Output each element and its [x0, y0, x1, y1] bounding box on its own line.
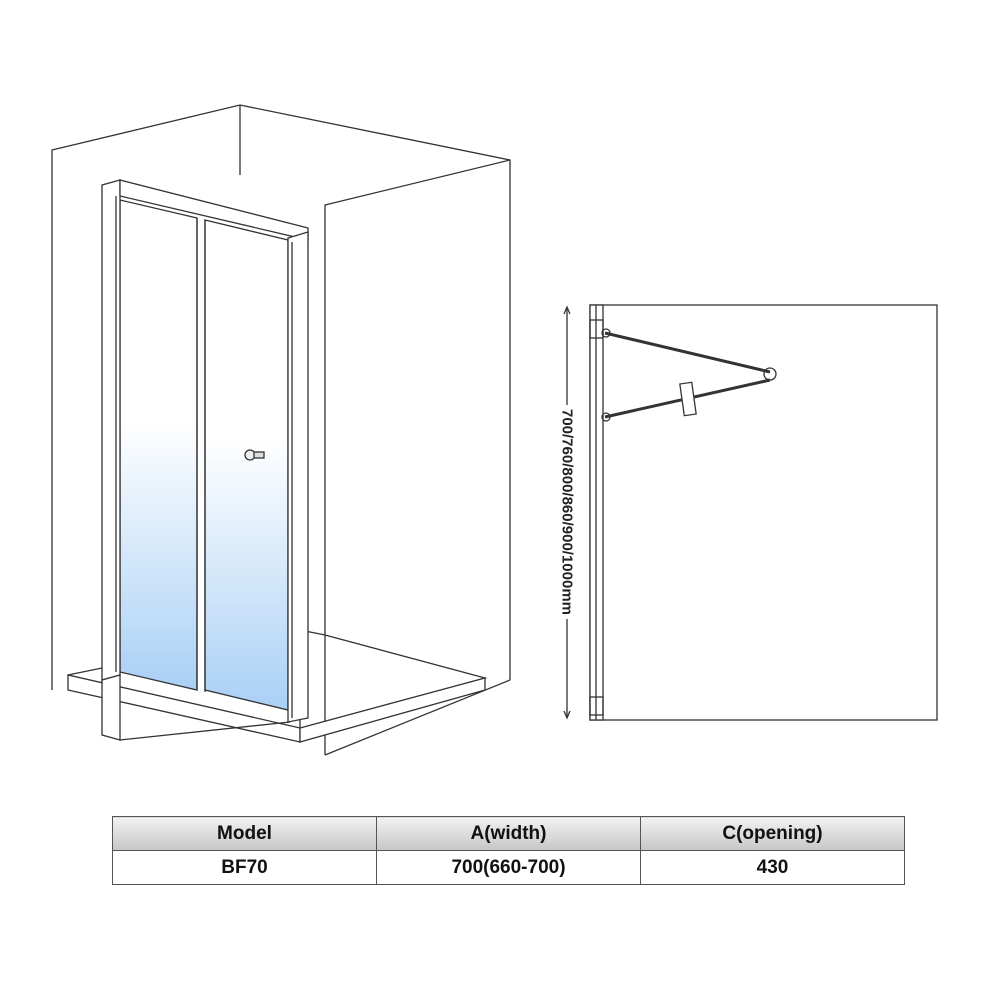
table-row: BF70 700(660-700) 430	[112, 850, 905, 885]
top-view-diagram	[563, 304, 938, 721]
header-width: A(width)	[376, 816, 641, 851]
cell-model: BF70	[112, 850, 377, 885]
header-opening: C(opening)	[640, 816, 905, 851]
spec-table: Model A(width) C(opening) BF70 700(660-7…	[112, 816, 905, 885]
bifold-door	[101, 179, 309, 741]
table-header-row: Model A(width) C(opening)	[112, 816, 905, 851]
cell-opening: 430	[640, 850, 905, 885]
height-dimension-label: 700/760/800/860/900/1000mm	[558, 404, 576, 620]
header-model: Model	[112, 816, 377, 851]
cell-width: 700(660-700)	[376, 850, 641, 885]
shower-tray	[67, 667, 486, 743]
